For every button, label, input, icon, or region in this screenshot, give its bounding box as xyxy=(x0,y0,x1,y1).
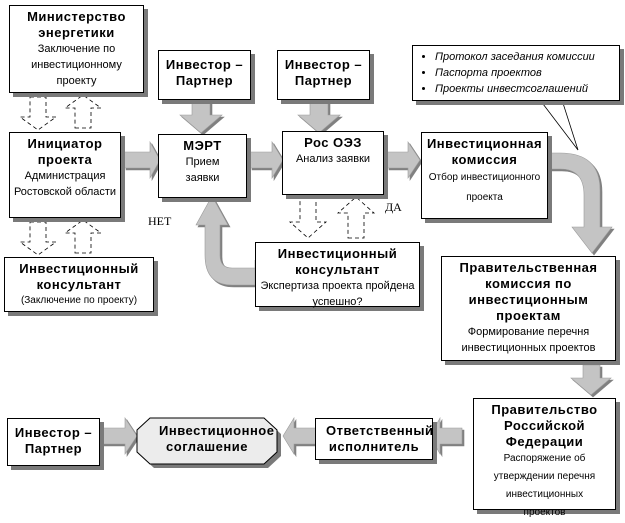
dashed-arrow-consultant-to-initiator xyxy=(63,219,103,254)
node-title: Инвестор – Партнер xyxy=(284,57,363,88)
node-executor: Ответственный исполнитель xyxy=(315,418,433,460)
label-yes: ДА xyxy=(385,200,402,214)
node-title: Рос ОЭЗ xyxy=(304,135,362,150)
arrow-no-loop xyxy=(195,195,256,286)
node-rosoez: Рос ОЭЗ Анализ заявки xyxy=(282,131,384,195)
node-subtitle: Распоряжение об утверждении перечня инве… xyxy=(493,453,596,518)
arrow-government-to-executor xyxy=(429,416,463,456)
node-title: Инвестиционная комиссия xyxy=(426,136,543,167)
callout-item: Протокол заседания комиссии xyxy=(435,49,619,65)
node-initiator: Инициатор проекта Администрация Ростовск… xyxy=(9,132,121,218)
callout-documents: Протокол заседания комиссии Паспорта про… xyxy=(412,45,620,101)
dashed-arrow-initiator-to-ministry xyxy=(63,94,103,129)
arrow-mert-to-rosoez xyxy=(249,140,284,180)
arrow-investor1-to-mert xyxy=(179,101,223,134)
node-subtitle: Администрация Ростовской области xyxy=(13,170,117,198)
arrow-investor2-to-rosoez xyxy=(297,101,341,134)
node-subtitle: Заключение по инвестиционному проекту xyxy=(31,43,122,87)
dashed-arrow-initiator-to-consultant xyxy=(18,221,58,256)
arrow-investor3-to-agreement xyxy=(101,417,138,455)
node-agreement: Инвестиционное соглашение xyxy=(137,423,277,455)
node-subtitle: Анализ заявки xyxy=(295,153,371,165)
node-title: Инвестор – Партнер xyxy=(14,425,93,456)
callout-item: Проекты инвестсоглашений xyxy=(435,81,619,97)
node-subtitle: Формирование перечня инвестиционных прое… xyxy=(461,326,596,354)
node-investor2: Инвестор – Партнер xyxy=(277,50,370,100)
node-title: Правительство Российской Федерации xyxy=(491,402,598,449)
node-gov-commission: Правительственная комиссия по инвестицио… xyxy=(441,256,616,361)
node-investor1: Инвестор – Партнер xyxy=(158,50,251,100)
node-ministry: Министерство энергетики Заключение по ин… xyxy=(9,5,144,93)
dashed-arrow-consultant-to-rosoez xyxy=(336,196,376,239)
node-title: Инвестиционный консультант xyxy=(277,246,398,277)
node-government: Правительство Российской Федерации Распо… xyxy=(473,398,616,518)
node-title: Инициатор проекта xyxy=(27,136,103,167)
node-title: Инвестиционный консультант xyxy=(19,261,139,292)
callout-item: Паспорта проектов xyxy=(435,65,619,81)
node-title: МЭРТ xyxy=(183,138,222,153)
node-subtitle: Отбор инвестиционного проекта xyxy=(428,172,541,203)
node-title: Инвестиционное соглашение xyxy=(159,423,275,454)
node-title: Ответственный исполнитель xyxy=(326,423,434,454)
arrow-rosoez-to-commission xyxy=(386,141,421,179)
arrow-initiator-to-mert xyxy=(123,140,161,180)
node-commission: Инвестиционная комиссия Отбор инвестицио… xyxy=(421,132,548,219)
node-investor3: Инвестор – Партнер xyxy=(7,418,100,466)
dashed-arrow-rosoez-to-consultant xyxy=(288,196,328,239)
node-mert: МЭРТ Прием заявки xyxy=(158,134,247,198)
label-no: НЕТ xyxy=(148,214,172,228)
arrow-gov-commission-to-government xyxy=(570,364,612,396)
node-subtitle: Прием заявки xyxy=(185,156,220,184)
node-subtitle: (Заключение по проекту) xyxy=(20,295,138,306)
node-subtitle: Экспертиза проекта пройдена успешно? xyxy=(260,280,415,308)
arrow-commission-to-gov-commission xyxy=(543,152,613,254)
node-consultant-mid: Инвестиционный консультант Экспертиза пр… xyxy=(255,242,420,308)
node-title: Министерство энергетики xyxy=(27,9,126,40)
node-title: Инвестор – Партнер xyxy=(165,57,244,88)
node-title: Правительственная комиссия по инвестицио… xyxy=(459,260,598,323)
arrow-executor-to-agreement xyxy=(282,416,317,456)
node-consultant-left: Инвестиционный консультант (Заключение п… xyxy=(4,257,154,312)
dashed-arrow-ministry-to-initiator xyxy=(18,96,58,131)
